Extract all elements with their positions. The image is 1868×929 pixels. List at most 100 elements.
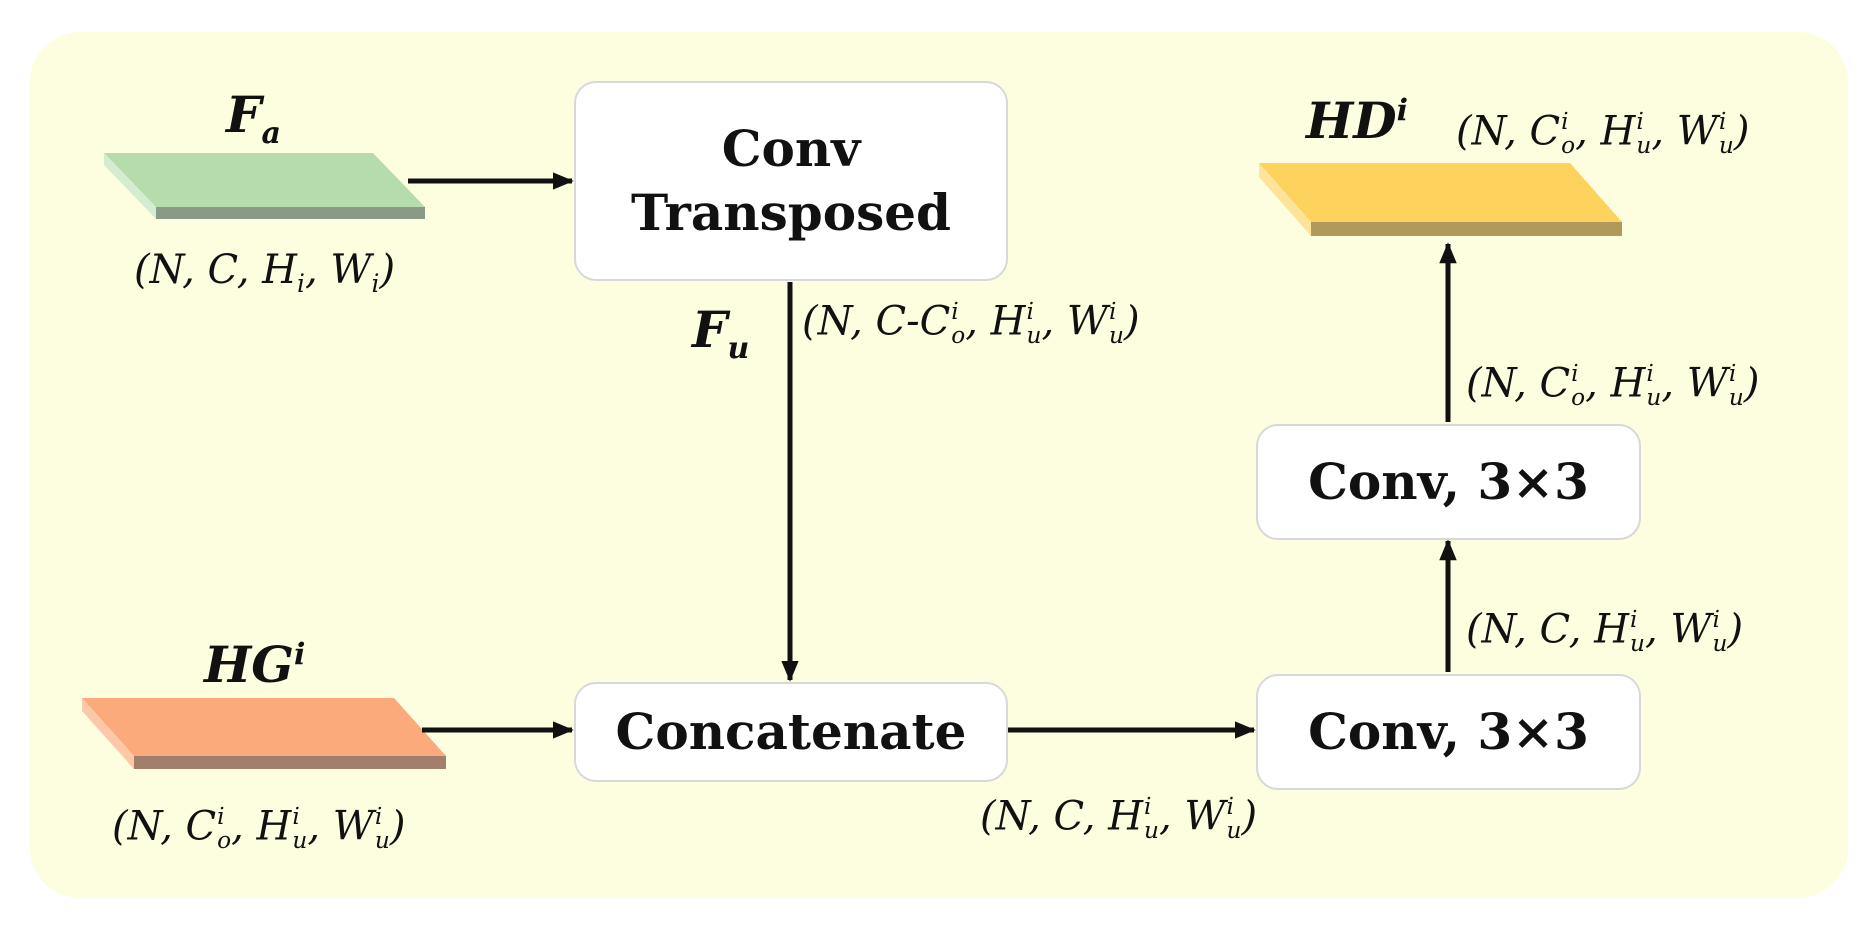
fu-sub: u [727, 331, 750, 366]
shape-label-part: W [332, 803, 374, 850]
tensor-fa-side [104, 153, 156, 219]
shape-label-part: ) [1727, 606, 1744, 653]
shape-label-part: u [1226, 817, 1242, 845]
shape-label-part: C [1539, 360, 1571, 407]
tensor-hd-top [1259, 163, 1622, 222]
shape-label-part: H [1600, 108, 1636, 155]
conv-3x3-box-upper: Conv, 3×3 [1256, 424, 1641, 540]
shape-label-part: C [185, 803, 217, 850]
shape-label-part: H [262, 247, 298, 293]
fa-sub: a [261, 116, 281, 151]
shape-label-part: u [1712, 630, 1728, 658]
conv-transposed-box: Conv Transposed [574, 81, 1008, 281]
shape-label-part: H [1610, 360, 1646, 407]
shape-label-part: C [1053, 793, 1083, 840]
tensor-hd-slab [1259, 163, 1622, 236]
fu-base: F [692, 300, 728, 359]
tensor-hg-slab [82, 698, 446, 769]
shape-label-part: N [1471, 108, 1505, 155]
shape-label-part: ) [1743, 360, 1760, 407]
shape-label-part: i [1144, 793, 1152, 820]
shape-label-part: i [1571, 360, 1579, 387]
shape-label-part: u [1026, 322, 1042, 350]
shape-label-part: u [1646, 384, 1662, 412]
concatenate-label: Concatenate [615, 702, 967, 761]
shape-label-part: N [127, 803, 161, 850]
shape-label-part: ) [379, 247, 396, 293]
shape-label-part: u [1718, 132, 1734, 160]
shape-label-part: ( [980, 793, 996, 840]
tensor-fa-edge [156, 207, 425, 219]
shape-label-part: u [1636, 132, 1652, 160]
shape-label-part: u [1728, 384, 1744, 412]
shape-label-part: ) [1241, 793, 1258, 840]
shape-label-part: W [1676, 108, 1718, 155]
shape-label-part: o [217, 827, 232, 855]
shape-label-part: ) [1123, 298, 1140, 345]
tensor-hd-edge [1311, 222, 1622, 236]
shape-label-part: i [1109, 298, 1117, 325]
shape-label-part: u [1109, 322, 1124, 350]
shape-label-part: u [1144, 817, 1159, 845]
shape-label-part: i [951, 298, 959, 325]
shape-label-part: H [1108, 793, 1144, 840]
conv-transposed-line-1: Conv [721, 119, 861, 178]
shape-label-part: u [292, 827, 308, 855]
hd-base: HD [1306, 91, 1397, 150]
concatenate-box: Concatenate [574, 682, 1008, 782]
shape-label-part: W [1184, 793, 1226, 840]
shape-label-part: C-C [875, 298, 951, 345]
shape-label-part: o [1561, 132, 1576, 160]
shape-label-part: ) [1733, 108, 1750, 155]
fu-symbol: Fu [692, 305, 749, 364]
shape-label-part: ( [1466, 360, 1482, 407]
shape-label-part: W [1670, 606, 1712, 653]
shape-label-part: ) [389, 803, 406, 850]
shape-label-part: ( [134, 247, 150, 293]
shape-label-part: i [1226, 793, 1234, 820]
fa-shape-label: (N, C, Hi, Wi) [134, 247, 396, 298]
tensor-fa-slab [104, 153, 425, 219]
conv-3x3-lower-label: Conv, 3×3 [1308, 702, 1589, 761]
shape-label-part: ( [1466, 606, 1482, 653]
tensor-hd-symbol: HDi [1306, 96, 1408, 146]
conv-3x3-box-lower: Conv, 3×3 [1256, 674, 1641, 790]
conv-transposed-line-2: Transposed [630, 183, 952, 242]
shape-label-part: u [374, 827, 390, 855]
shape-label-part: i [371, 269, 380, 298]
shape-label-part: u [1630, 630, 1645, 658]
shape-label-part: i [1728, 360, 1737, 387]
tensor-hg-side [82, 698, 134, 769]
hg-base: HG [204, 635, 294, 694]
tensor-hg-edge [134, 756, 446, 769]
shape-label-part: N [1481, 606, 1515, 653]
shape-label-part: ( [112, 803, 128, 850]
shape-label-part: W [1066, 298, 1109, 345]
shape-label-part: C [1529, 108, 1561, 155]
shape-label-part: i [374, 803, 383, 830]
shape-label-part: H [990, 298, 1026, 345]
shape-label-part: W [330, 247, 372, 293]
shape-label-part: i [1561, 108, 1569, 135]
shape-label-part: N [995, 793, 1029, 840]
shape-label-part: i [1646, 360, 1654, 387]
shape-label-part: N [817, 298, 851, 345]
